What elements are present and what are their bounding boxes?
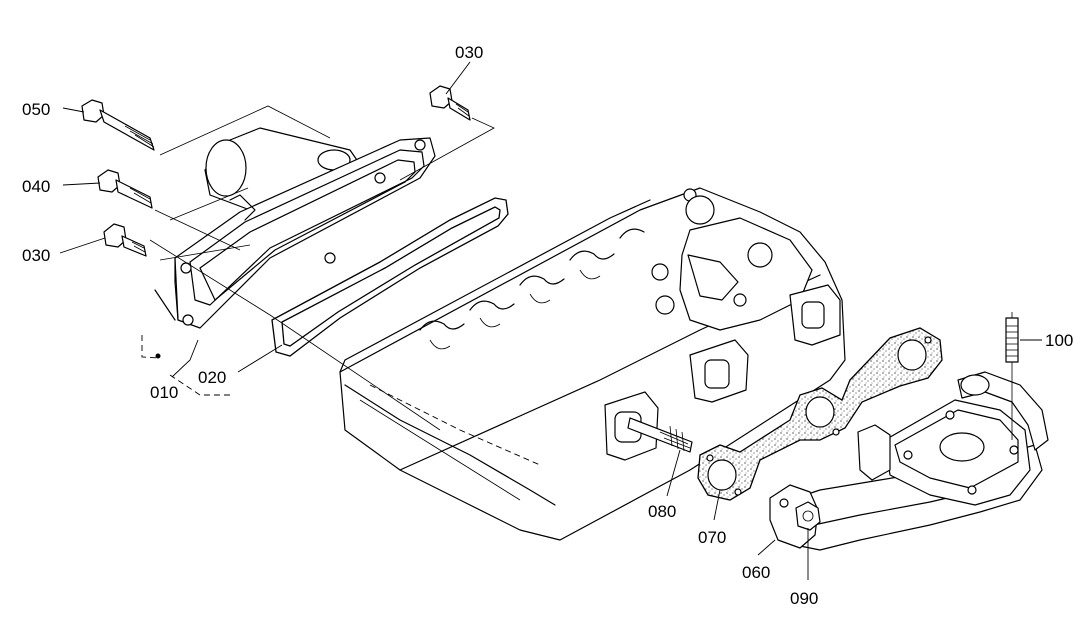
bolt-030-left: [103, 223, 147, 257]
gasket-020: [271, 197, 509, 357]
exhaust-gasket-070: [697, 327, 943, 501]
callout-090: 090: [790, 589, 818, 608]
stud-100: [1005, 312, 1019, 440]
bolt-050: [81, 99, 155, 151]
callout-020: 020: [198, 368, 226, 387]
callout-040: 040: [22, 177, 50, 196]
callout-070: 070: [698, 528, 726, 547]
callout-100: 100: [1045, 331, 1073, 350]
cylinder-head: [339, 187, 846, 541]
stud-080: [627, 417, 693, 453]
water-flange-010: [141, 127, 436, 396]
nut-090: [795, 501, 821, 531]
callout-080: 080: [648, 502, 676, 521]
assembly-lines: [149, 105, 495, 431]
exhaust-manifold: [769, 371, 1049, 551]
callout-060: 060: [742, 563, 770, 582]
callout-leaders: [59, 61, 1042, 580]
bolt-040: [97, 169, 153, 209]
callout-030-left: 030: [22, 246, 50, 265]
callout-030-top: 030: [455, 43, 483, 62]
callout-050: 050: [22, 100, 50, 119]
callout-010: 010: [150, 383, 178, 402]
bolt-030-top: [429, 85, 471, 121]
callout-labels: 050 040 030 030 010 020 080 070 060 090 …: [22, 43, 1073, 608]
